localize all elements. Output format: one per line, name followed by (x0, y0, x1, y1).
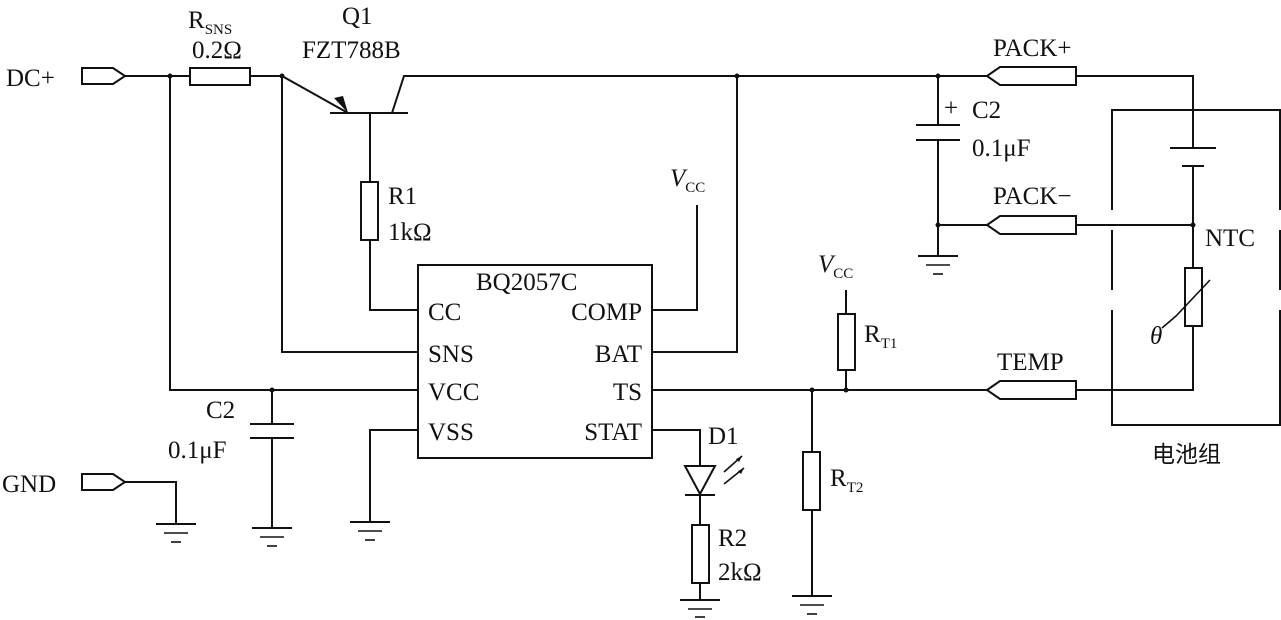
wire-vcc (169, 76, 418, 391)
ic-bq2057c-body (417, 264, 653, 459)
wire-pack-plus (1076, 75, 1194, 148)
ground-icon-rt2 (792, 595, 832, 615)
ic-pin-ts: TS (613, 379, 642, 406)
ground-icon-c2-right (918, 255, 958, 275)
c2-right-value: 0.1μF (972, 135, 1031, 162)
wires (125, 75, 1194, 600)
junctions (167, 73, 1196, 393)
d1-led-icon (683, 455, 745, 497)
vcc-label-comp: VCC (670, 165, 705, 196)
c2-right-polarity: + (944, 95, 958, 122)
rt2-name: RT2 (830, 465, 863, 496)
c2-right-name: C2 (972, 97, 1001, 124)
c2-left-value: 0.1μF (168, 437, 227, 464)
pack-minus-port-icon (985, 215, 1077, 235)
wire-r1-cc (369, 240, 418, 311)
wire-bat (652, 76, 738, 353)
pack-plus-port-icon (985, 66, 1077, 86)
vcc-label-rt1: VCC (818, 251, 853, 282)
pack-plus-label: PACK+ (993, 35, 1072, 62)
c2-right-capacitor-icon (916, 124, 960, 141)
ground-icon-vss (350, 521, 390, 541)
ic-name: BQ2057C (476, 269, 577, 296)
wire-q1-emitter (281, 75, 349, 114)
wire-gnd (125, 481, 177, 524)
ic-pin-cc: CC (428, 299, 461, 326)
ic-pin-bat: BAT (595, 341, 642, 368)
ic-pin-stat: STAT (584, 419, 642, 446)
rt2-resistor-icon (802, 451, 821, 511)
battery-cell-icon (1170, 147, 1216, 167)
r2-resistor-icon (691, 524, 710, 584)
ground-icon-c2-left (252, 527, 292, 547)
r1-name: R1 (388, 183, 417, 210)
c2-left-name: C2 (206, 397, 235, 424)
d1-name: D1 (708, 423, 739, 450)
r2-name: R2 (718, 525, 747, 552)
ground-icon-gnd (156, 523, 196, 543)
q1-transistor-icon (330, 96, 408, 114)
pack-minus-label: PACK− (993, 183, 1072, 210)
ic-pin-vss: VSS (428, 419, 474, 446)
r1-resistor-icon (360, 181, 379, 241)
gnd-label: GND (2, 471, 56, 498)
ntc-slash-icon (1161, 279, 1211, 329)
rsns-resistor-icon (189, 67, 251, 86)
battery-pack-label: 电池组 (1152, 442, 1221, 468)
ntc-theta: θ (1150, 323, 1162, 350)
ic-pin-vcc: VCC (428, 379, 479, 406)
ic-pin-comp: COMP (571, 299, 642, 326)
c2-left-capacitor-icon (250, 423, 294, 439)
ic-pin-sns: SNS (428, 341, 474, 368)
battery-pack-box (1111, 109, 1281, 426)
dc-plus-label: DC+ (6, 65, 55, 92)
rsns-name: RSNS (188, 7, 232, 38)
ntc-name: NTC (1205, 225, 1255, 252)
wire-ntc-temp (1076, 326, 1194, 391)
temp-port-icon (985, 380, 1077, 400)
q1-name: Q1 (342, 3, 373, 30)
gnd-port-icon (81, 473, 127, 491)
rt1-name: RT1 (864, 321, 897, 352)
wire-sns (281, 76, 418, 353)
wire-vss (369, 429, 418, 522)
wire-stat (652, 429, 701, 465)
dc-plus-port-icon (81, 67, 127, 85)
rsns-value: 0.2Ω (192, 37, 242, 64)
q1-part: FZT788B (302, 37, 401, 64)
r1-value: 1kΩ (388, 219, 432, 246)
ground-icon-r2 (680, 599, 720, 618)
wire-comp (652, 205, 698, 311)
wire-top-rail (391, 75, 987, 114)
rt1-resistor-icon (837, 313, 856, 371)
r2-value: 2kΩ (718, 559, 762, 586)
temp-label: TEMP (997, 349, 1064, 376)
